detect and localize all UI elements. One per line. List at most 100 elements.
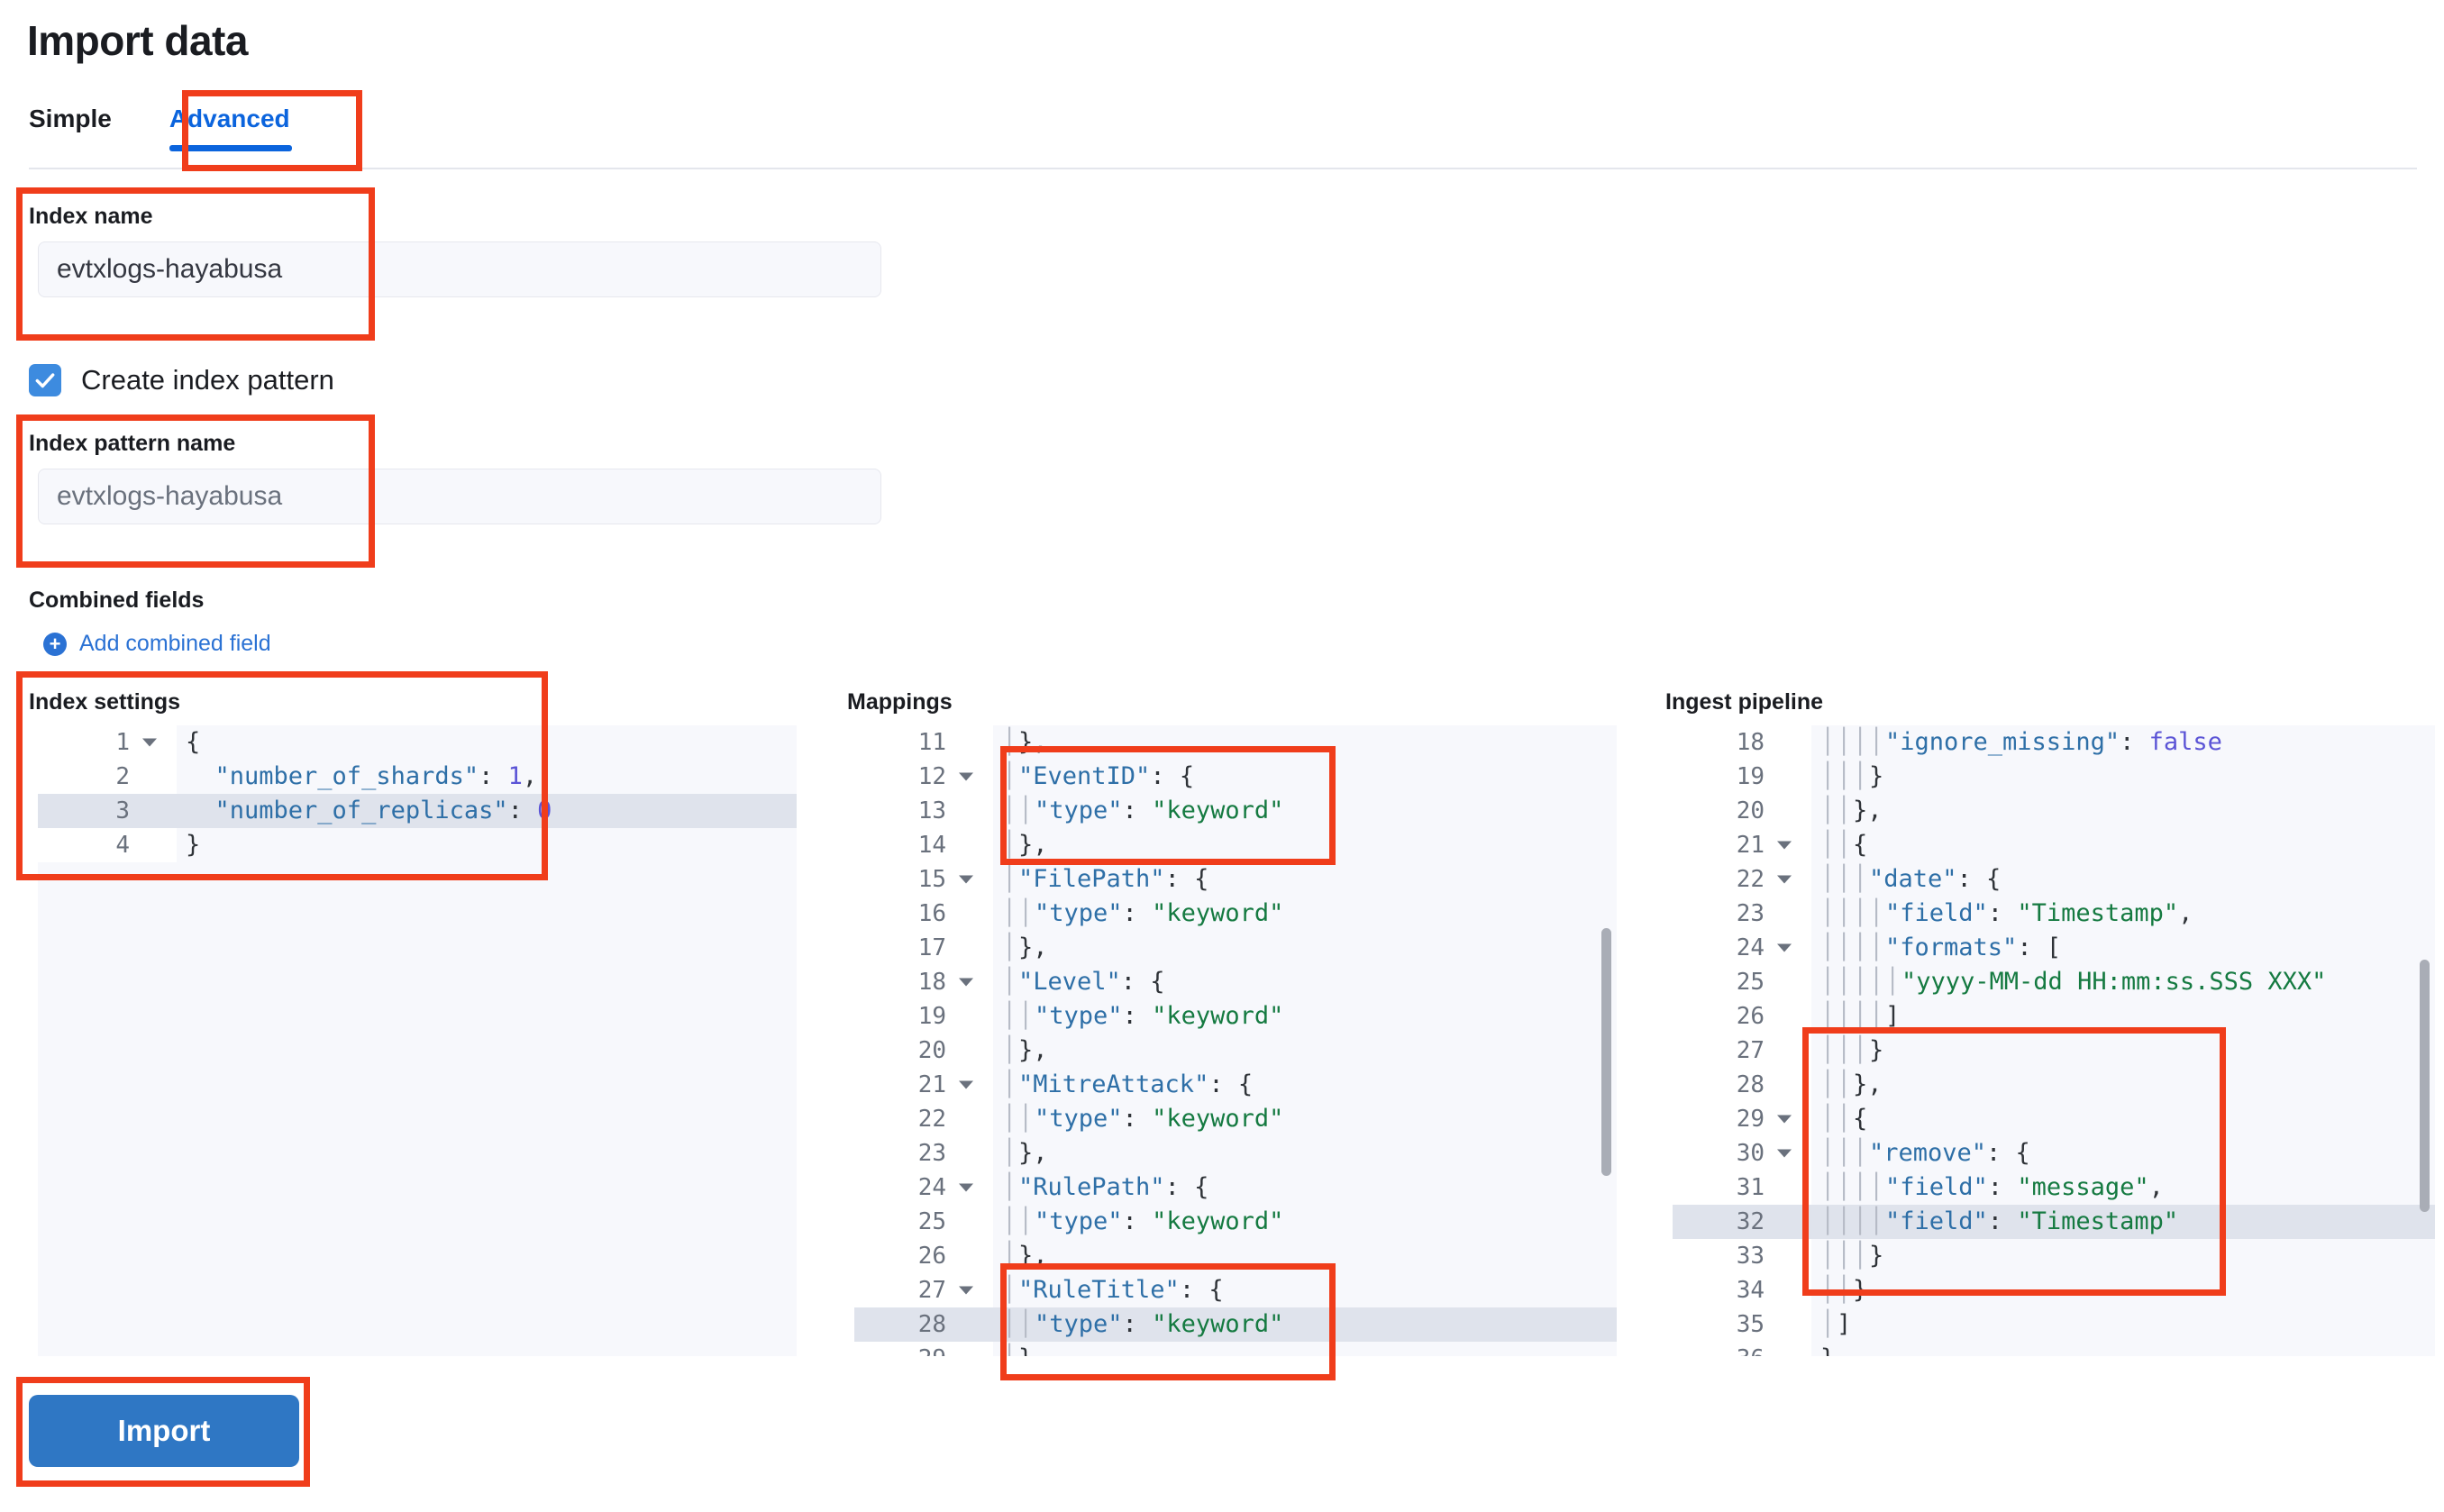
gutter-pad bbox=[1772, 1068, 1811, 1102]
code-token: "type" bbox=[1035, 1207, 1123, 1235]
index-pattern-name-input[interactable]: evtxlogs-hayabusa bbox=[38, 469, 881, 524]
code-token: }, bbox=[1018, 1036, 1048, 1064]
code-text: │}, bbox=[993, 1034, 1617, 1068]
indent-guide: │ bbox=[1820, 1242, 1836, 1270]
code-line[interactable]: 21│"MitreAttack": { bbox=[854, 1068, 1617, 1102]
add-combined-field-button[interactable]: + Add combined field bbox=[43, 631, 271, 657]
indent-guide: │ bbox=[1837, 1002, 1852, 1030]
code-line[interactable]: 19││"type": "keyword" bbox=[854, 999, 1617, 1034]
mappings-scrollbar[interactable] bbox=[1601, 928, 1611, 1176]
tab-simple[interactable]: Simple bbox=[29, 105, 112, 132]
code-line[interactable]: 1{ bbox=[38, 725, 797, 760]
tab-advanced[interactable]: Advanced bbox=[141, 99, 319, 151]
fold-caret-icon[interactable] bbox=[1777, 841, 1792, 850]
indent-guide: │ bbox=[1869, 968, 1884, 996]
code-line[interactable]: 23││││"field": "Timestamp", bbox=[1673, 897, 2435, 931]
fold-caret-icon[interactable] bbox=[1777, 943, 1792, 952]
code-line[interactable]: 25││"type": "keyword" bbox=[854, 1205, 1617, 1239]
import-button[interactable]: Import bbox=[29, 1395, 299, 1467]
create-index-pattern-row[interactable]: Create index pattern bbox=[29, 364, 334, 396]
code-line[interactable]: 12│"EventID": { bbox=[854, 760, 1617, 794]
code-text: │}, bbox=[993, 828, 1617, 862]
code-token: } bbox=[1869, 1036, 1884, 1064]
code-line[interactable]: 18│"Level": { bbox=[854, 965, 1617, 999]
code-line[interactable]: 35│] bbox=[1673, 1307, 2435, 1342]
gutter-pad bbox=[953, 1205, 993, 1239]
code-line[interactable]: 21││{ bbox=[1673, 828, 2435, 862]
code-line[interactable]: 11│}, bbox=[854, 725, 1617, 760]
code-line[interactable]: 13││"type": "keyword" bbox=[854, 794, 1617, 828]
code-line[interactable]: 23│}, bbox=[854, 1136, 1617, 1170]
code-text: } bbox=[177, 828, 797, 862]
code-line[interactable]: 29│}, bbox=[854, 1342, 1617, 1356]
indent-guide: │ bbox=[1820, 797, 1836, 824]
index-name-input[interactable]: evtxlogs-hayabusa bbox=[38, 241, 881, 297]
code-line[interactable]: 36} bbox=[1673, 1342, 2435, 1356]
fold-caret-icon[interactable] bbox=[959, 978, 973, 987]
code-line[interactable]: 3 "number_of_replicas": 0 bbox=[38, 794, 797, 828]
code-line[interactable]: 34││} bbox=[1673, 1273, 2435, 1307]
line-number: 26 bbox=[1673, 999, 1772, 1034]
code-line[interactable]: 24││││"formats": [ bbox=[1673, 931, 2435, 965]
code-line[interactable]: 22││"type": "keyword" bbox=[854, 1102, 1617, 1136]
code-line[interactable]: 28││"type": "keyword" bbox=[854, 1307, 1617, 1342]
fold-caret-icon[interactable] bbox=[959, 1183, 973, 1192]
code-text: ││││"ignore_missing": false bbox=[1811, 725, 2435, 760]
indent-guide: │ bbox=[1002, 831, 1017, 859]
code-line[interactable]: 15│"FilePath": { bbox=[854, 862, 1617, 897]
code-line[interactable]: 20│}, bbox=[854, 1034, 1617, 1068]
combined-fields-label: Combined fields bbox=[29, 587, 205, 613]
fold-caret-icon[interactable] bbox=[959, 772, 973, 781]
code-line[interactable]: 16││"type": "keyword" bbox=[854, 897, 1617, 931]
fold-caret-icon[interactable] bbox=[142, 738, 157, 747]
mappings-editor[interactable]: 11│},12│"EventID": {13││"type": "keyword… bbox=[854, 725, 1617, 1356]
code-line[interactable]: 26│}, bbox=[854, 1239, 1617, 1273]
code-text: ││}, bbox=[1811, 794, 2435, 828]
code-line[interactable]: 24│"RulePath": { bbox=[854, 1170, 1617, 1205]
code-line[interactable]: 22│││"date": { bbox=[1673, 862, 2435, 897]
indent-guide: │ bbox=[1002, 728, 1017, 756]
code-text: ││"type": "keyword" bbox=[993, 999, 1617, 1034]
indent-guide: │ bbox=[1853, 1207, 1868, 1235]
code-line[interactable]: 4} bbox=[38, 828, 797, 862]
indent-guide: │ bbox=[1820, 1276, 1836, 1304]
code-text: ││││"field": "Timestamp", bbox=[1811, 897, 2435, 931]
create-index-pattern-checkbox[interactable] bbox=[29, 364, 61, 396]
fold-caret-icon[interactable] bbox=[959, 1080, 973, 1089]
code-line[interactable]: 25│││││"yyyy-MM-dd HH:mm:ss.SSS XXX" bbox=[1673, 965, 2435, 999]
code-line[interactable]: 20││}, bbox=[1673, 794, 2435, 828]
code-line[interactable]: 32││││"field": "Timestamp" bbox=[1673, 1205, 2435, 1239]
indent-guide: │ bbox=[1837, 1276, 1852, 1304]
code-token: "type" bbox=[1035, 1002, 1123, 1030]
fold-caret-icon[interactable] bbox=[1777, 1149, 1792, 1158]
fold-caret-icon[interactable] bbox=[959, 1286, 973, 1295]
code-text: │] bbox=[1811, 1307, 2435, 1342]
code-line[interactable]: 19│││} bbox=[1673, 760, 2435, 794]
code-line[interactable]: 30│││"remove": { bbox=[1673, 1136, 2435, 1170]
code-line[interactable]: 27│"RuleTitle": { bbox=[854, 1273, 1617, 1307]
code-line[interactable]: 26││││] bbox=[1673, 999, 2435, 1034]
code-line[interactable]: 31││││"field": "message", bbox=[1673, 1170, 2435, 1205]
code-token: "RulePath" bbox=[1018, 1173, 1165, 1201]
code-token: "keyword" bbox=[1152, 797, 1284, 824]
fold-caret-icon[interactable] bbox=[959, 875, 973, 884]
code-token: : bbox=[1987, 1173, 2018, 1201]
fold-caret-icon[interactable] bbox=[1777, 1115, 1792, 1124]
code-line[interactable]: 2 "number_of_shards": 1, bbox=[38, 760, 797, 794]
index-settings-editor[interactable]: 1{2 "number_of_shards": 1,3 "number_of_r… bbox=[38, 725, 797, 1356]
code-line[interactable]: 17│}, bbox=[854, 931, 1617, 965]
ingest-pipeline-scrollbar[interactable] bbox=[2420, 960, 2430, 1212]
code-line[interactable]: 27│││} bbox=[1673, 1034, 2435, 1068]
code-token: 1 bbox=[507, 762, 523, 790]
code-line[interactable]: 14│}, bbox=[854, 828, 1617, 862]
fold-caret-icon[interactable] bbox=[1777, 875, 1792, 884]
code-line[interactable]: 28││}, bbox=[1673, 1068, 2435, 1102]
code-line[interactable]: 33│││} bbox=[1673, 1239, 2435, 1273]
code-text: │}, bbox=[993, 1342, 1617, 1356]
create-index-pattern-label: Create index pattern bbox=[81, 364, 334, 396]
code-line[interactable]: 29││{ bbox=[1673, 1102, 2435, 1136]
line-number: 18 bbox=[1673, 725, 1772, 760]
code-text: │││"date": { bbox=[1811, 862, 2435, 897]
code-line[interactable]: 18 ││││"ignore_missing": false bbox=[1673, 725, 2435, 760]
